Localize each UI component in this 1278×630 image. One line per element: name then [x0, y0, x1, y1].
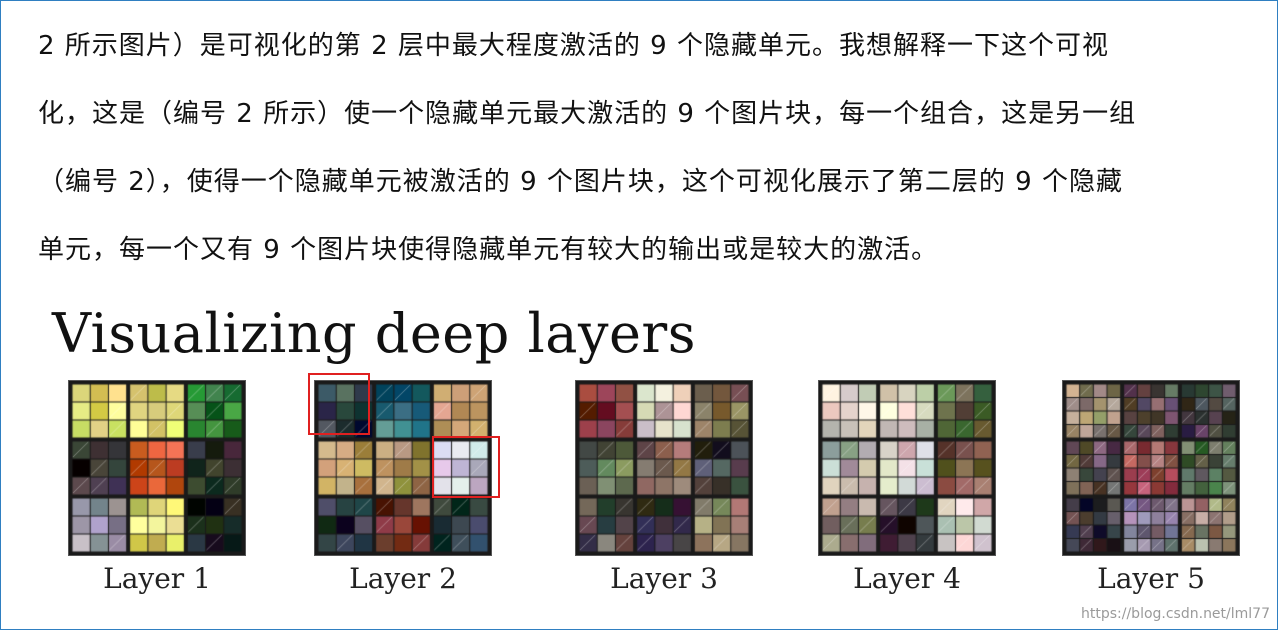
- paragraph-line: 单元，每一个又有 9 个图片块使得隐藏单元有较大的输出或是较大的激活。: [38, 235, 939, 265]
- paragraph-line: 2 所示图片）是可视化的第 2 层中最大程度激活的 9 个隐藏单元。我想解释一下…: [38, 31, 1109, 61]
- layer-2-label: Layer 2: [349, 562, 457, 595]
- layer-3-label: Layer 3: [610, 562, 718, 595]
- layer-2-patches-image: [315, 381, 491, 555]
- watermark: https://blog.csdn.net/lml77: [1081, 606, 1270, 622]
- layer-5-patch-grid: [1062, 380, 1240, 556]
- layer-3-panel: Layer 3: [575, 380, 753, 595]
- layer-5-label: Layer 5: [1097, 562, 1205, 595]
- layer-1-patches-image: [69, 381, 245, 555]
- layer-3-patch-grid: [575, 380, 753, 556]
- layer-4-patches-image: [819, 381, 995, 555]
- layer-5-patches-image: [1063, 381, 1239, 555]
- layer-2-patch-grid: [314, 380, 492, 556]
- explanation-paragraph: 2 所示图片）是可视化的第 2 层中最大程度激活的 9 个隐藏单元。我想解释一下…: [38, 12, 1253, 284]
- layer-2-panel: Layer 2: [308, 373, 500, 595]
- paragraph-line: 化，这是（编号 2 所示）使一个隐藏单元最大激活的 9 个图片块，每一个组合，这…: [38, 99, 1137, 129]
- layer-5-panel: Layer 5: [1062, 380, 1240, 595]
- layer-4-patch-grid: [818, 380, 996, 556]
- slide-title: Visualizing deep layers: [52, 302, 696, 365]
- layer-3-patches-image: [576, 381, 752, 555]
- highlight-box-top-left: [308, 373, 370, 435]
- layer-4-label: Layer 4: [853, 562, 961, 595]
- highlight-box-middle-right: [432, 436, 500, 498]
- paragraph-line: （编号 2），使得一个隐藏单元被激活的 9 个图片块，这个可视化展示了第二层的 …: [38, 167, 1123, 197]
- layer-1-panel: Layer 1: [68, 380, 246, 595]
- layer-4-panel: Layer 4: [818, 380, 996, 595]
- layer-1-label: Layer 1: [103, 562, 211, 595]
- layer-1-patch-grid: [68, 380, 246, 556]
